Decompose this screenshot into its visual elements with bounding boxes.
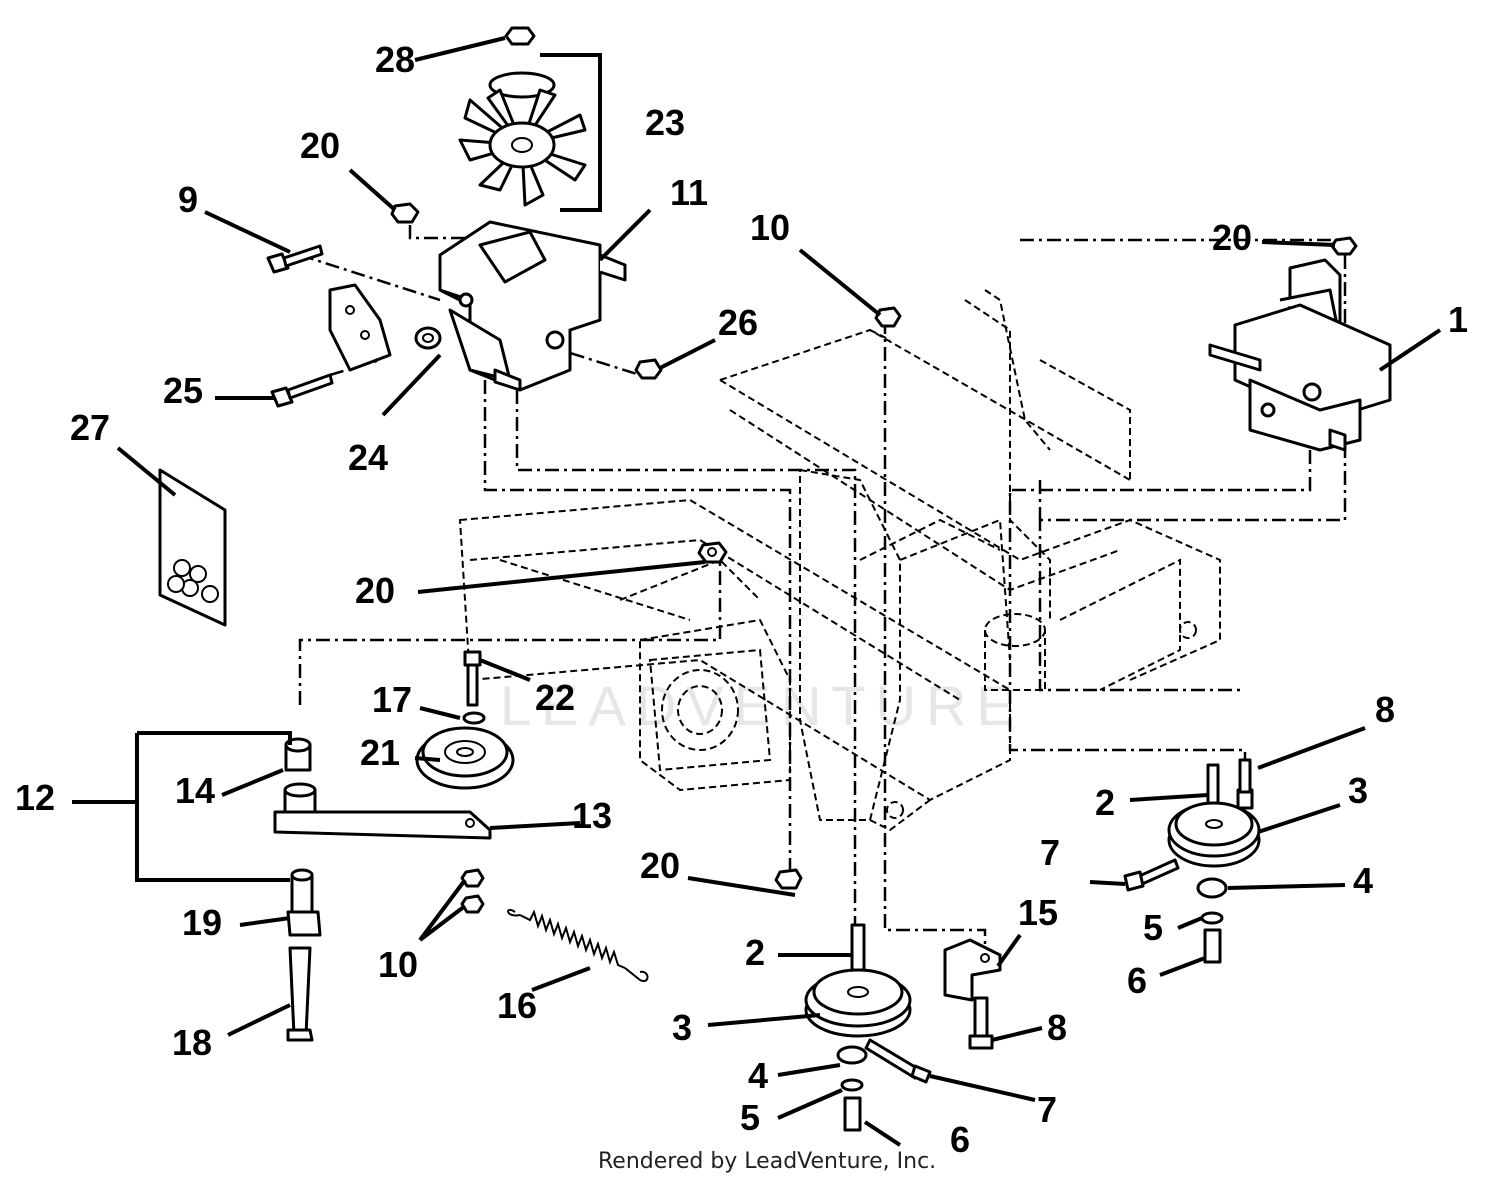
idler-arm-assembly <box>273 737 492 1042</box>
callout-7-lower: 7 <box>1037 1089 1057 1130</box>
callout-25: 25 <box>163 370 203 411</box>
callout-20-center: 20 <box>355 570 395 611</box>
assembly-lines <box>298 225 1350 960</box>
callout-11: 11 <box>670 172 708 213</box>
callout-15: 15 <box>1018 892 1058 933</box>
callout-5-lower: 5 <box>740 1097 760 1138</box>
callout-8-right: 8 <box>1375 689 1395 730</box>
decal-27 <box>158 468 227 627</box>
callout-6-right: 6 <box>1127 960 1147 1001</box>
watermark-text: LEADVENTURE <box>500 674 1024 737</box>
idler-pulley-21 <box>415 726 515 790</box>
nut-26 <box>634 358 663 380</box>
callout-14: 14 <box>175 770 215 811</box>
callout-20-right: 20 <box>1212 217 1252 258</box>
drive-pulley-lower <box>804 923 932 1132</box>
callout-26: 26 <box>718 302 758 343</box>
callout-22: 22 <box>535 677 575 718</box>
nut-20-top <box>390 202 420 224</box>
bolt-9 <box>266 244 324 274</box>
left-transmission <box>438 220 627 392</box>
callout-23: 23 <box>645 102 685 143</box>
callout-17: 17 <box>372 679 412 720</box>
right-transmission <box>1208 258 1392 452</box>
callout-10-bottom: 10 <box>378 944 418 985</box>
callout-4-lower: 4 <box>748 1055 768 1096</box>
callout-12: 12 <box>15 777 55 818</box>
washer-17 <box>462 711 486 725</box>
drive-pulley-right <box>1123 758 1261 964</box>
callout-3-lower: 3 <box>672 1007 692 1048</box>
callout-28: 28 <box>375 39 415 80</box>
callout-24: 24 <box>348 437 388 478</box>
mount-bracket <box>328 283 392 372</box>
nut-20-center <box>697 541 728 564</box>
callout-16: 16 <box>497 985 537 1026</box>
callout-4-right: 4 <box>1353 860 1373 901</box>
callout-21: 21 <box>360 732 400 773</box>
callout-1: 1 <box>1448 299 1468 340</box>
fan-bracket <box>540 53 602 212</box>
nut-20-right <box>1330 236 1358 256</box>
spring-16 <box>507 908 649 982</box>
nut-20-lower <box>774 868 803 890</box>
callout-6-lower: 6 <box>950 1119 970 1160</box>
credit-text: Rendered by LeadVenture, Inc. <box>598 1149 936 1174</box>
callout-7-right: 7 <box>1040 832 1060 873</box>
nuts-10-bottom <box>460 868 485 914</box>
fan-assembly <box>458 71 587 207</box>
callout-27: 27 <box>70 407 110 448</box>
callout-2-lower: 2 <box>745 932 765 973</box>
spacer-24 <box>414 326 442 350</box>
callout-13: 13 <box>572 795 612 836</box>
leader-lines <box>72 36 1442 1147</box>
nut-28 <box>504 26 536 46</box>
callout-3-right: 3 <box>1348 770 1368 811</box>
callout-8-lower: 8 <box>1047 1007 1067 1048</box>
bolt-8-lower <box>968 996 994 1050</box>
bracket-15 <box>943 938 1002 1002</box>
callout-19: 19 <box>182 902 222 943</box>
callout-2-right: 2 <box>1095 782 1115 823</box>
callout-5-right: 5 <box>1143 907 1163 948</box>
callout-labels: 28 23 20 9 11 10 20 1 26 25 24 27 20 22 … <box>15 39 1468 1160</box>
bolt-25 <box>270 373 334 408</box>
callout-20-lower: 20 <box>640 845 680 886</box>
callout-20-top: 20 <box>300 125 340 166</box>
callout-18: 18 <box>172 1022 212 1063</box>
callout-10-top: 10 <box>750 207 790 248</box>
callout-9: 9 <box>178 179 198 220</box>
bolt-22 <box>463 650 482 707</box>
nut-10-top <box>874 306 902 328</box>
